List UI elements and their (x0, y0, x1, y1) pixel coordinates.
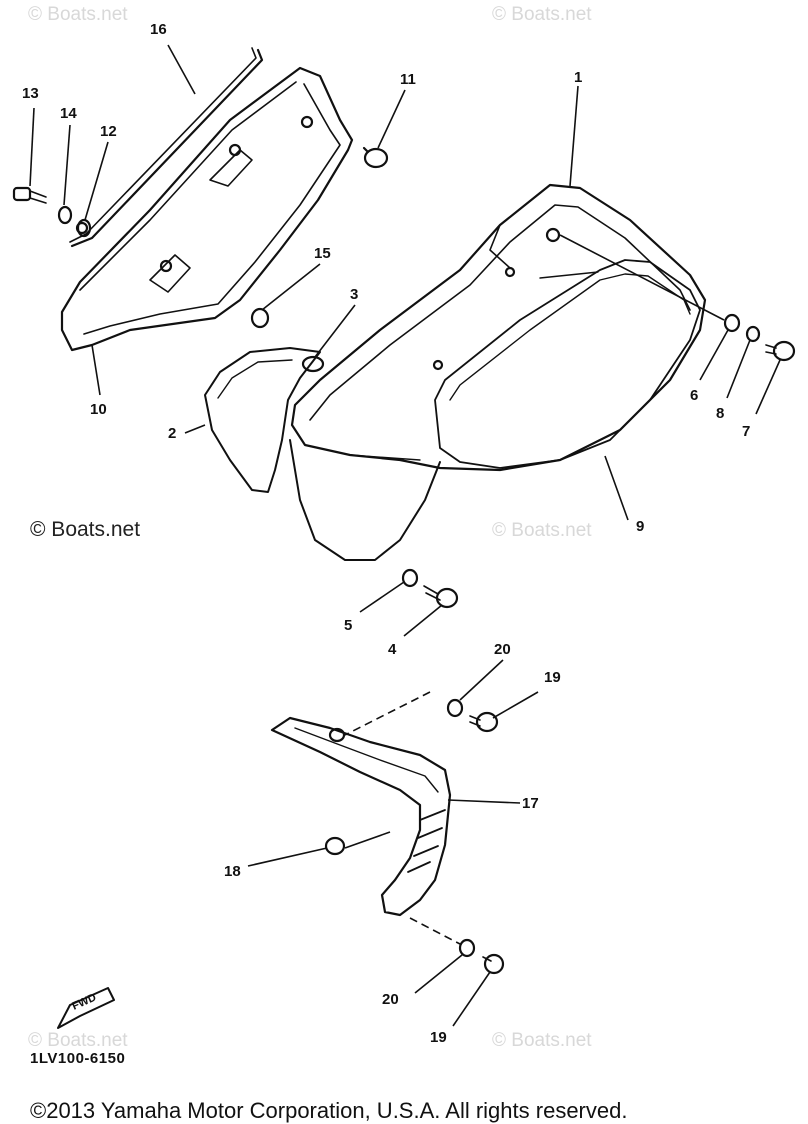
part-20-washer-upper (446, 698, 464, 718)
callout-3: 3 (350, 286, 359, 303)
callout-19-upper: 19 (544, 669, 561, 686)
part-19-bolt-upper (469, 711, 499, 733)
part-4-bolt (423, 585, 459, 609)
callout-9: 9 (636, 518, 645, 535)
part-15-nut (250, 307, 270, 329)
part-12-grommet (76, 218, 92, 238)
part-10-side-cover (60, 66, 354, 352)
callout-15: 15 (314, 245, 331, 262)
part-2-seal (204, 347, 321, 493)
callout-20-lower: 20 (382, 991, 399, 1008)
part-18-grommet (324, 836, 346, 856)
callout-8: 8 (716, 405, 725, 422)
part-5-washer (401, 568, 419, 588)
part-8-washer (745, 325, 761, 343)
watermark: © Boats.net (492, 4, 592, 25)
diagram-code: 1LV100-6150 (30, 1050, 126, 1067)
part-9-trim (434, 259, 701, 469)
part-16-trim-strip (70, 48, 264, 248)
callout-5: 5 (344, 617, 353, 634)
part-19-bolt-lower (482, 953, 505, 975)
fwd-arrow-icon (57, 987, 115, 1029)
callout-6: 6 (690, 387, 699, 404)
watermark: © Boats.net (28, 4, 128, 25)
part-17-lower-cover (270, 716, 452, 917)
callout-14: 14 (60, 105, 77, 122)
callout-18: 18 (224, 863, 241, 880)
callout-12: 12 (100, 123, 117, 140)
callout-10: 10 (90, 401, 107, 418)
part-6-washer (723, 313, 741, 333)
callout-1: 1 (574, 69, 583, 86)
callout-17: 17 (522, 795, 539, 812)
callout-13: 13 (22, 85, 39, 102)
part-14-washer (57, 205, 73, 225)
part-11-clip (362, 146, 389, 169)
watermark-brand: © Boats.net (30, 518, 141, 541)
watermark: © Boats.net (492, 520, 592, 541)
part-20-washer-lower (458, 938, 476, 958)
part-13-bolt (12, 186, 47, 204)
callout-20-upper: 20 (494, 641, 511, 658)
callout-16: 16 (150, 21, 167, 38)
callout-4: 4 (388, 641, 397, 658)
callout-7: 7 (742, 423, 751, 440)
part-7-bolt (765, 340, 796, 362)
watermark: © Boats.net (492, 1030, 592, 1051)
callout-19-lower: 19 (430, 1029, 447, 1046)
callout-11: 11 (400, 71, 416, 88)
copyright-notice: ©2013 Yamaha Motor Corporation, U.S.A. A… (30, 1098, 628, 1123)
watermark: © Boats.net (28, 1030, 128, 1051)
callout-2: 2 (168, 425, 177, 442)
part-3-grommet (301, 355, 325, 373)
